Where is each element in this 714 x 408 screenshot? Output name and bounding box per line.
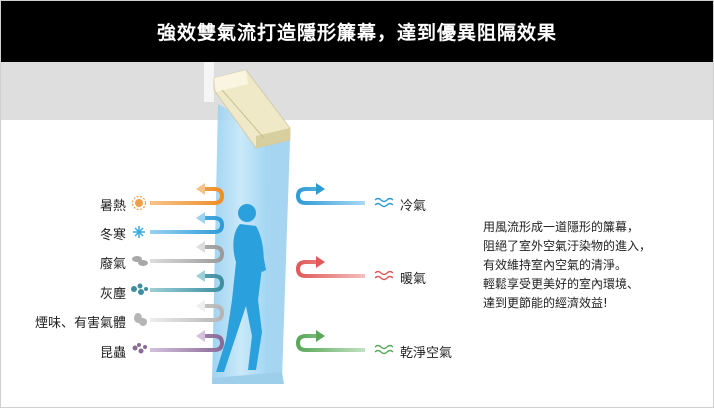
label-cool-air: 冷氣: [400, 199, 427, 214]
description-line: 有效維持室內空氣的清淨。: [483, 258, 628, 272]
warm-wave-icon: [374, 270, 394, 281]
label-cold: 冬寒: [99, 228, 126, 243]
cool-air-arrow: [295, 183, 365, 205]
dust-icon: [131, 283, 148, 295]
indoor-arrows: [295, 183, 365, 352]
exhaust-arrow: [150, 241, 225, 263]
label-insect: 昆蟲: [99, 346, 126, 361]
exhaust-cloud-icon: [132, 256, 148, 266]
air-curtain-floor: [212, 372, 284, 384]
description-line: 輕鬆享受更美好的室內環境、: [483, 277, 640, 291]
label-heat: 暑熱: [99, 199, 126, 214]
heat-arrow: [150, 183, 225, 205]
title-bar: 強效雙氣流打造隱形簾幕，達到優異阻隔效果: [0, 0, 714, 62]
label-clean-air: 乾淨空氣: [400, 346, 453, 361]
label-smoke: 煙味、有害氣體: [34, 316, 126, 331]
dust-arrow: [150, 270, 225, 292]
description-line: 達到更節能的經濟效益!: [483, 296, 608, 310]
description-line: 阻絕了室外空氣汙染物的進入，: [483, 239, 652, 253]
clean-wave-icon: [374, 344, 394, 355]
smoke-arrow: [150, 300, 225, 322]
clean-air-arrow: [295, 330, 365, 352]
warm-air-arrow: [295, 256, 365, 278]
outdoor-arrows: [150, 183, 225, 352]
woman-silhouette-icon: [216, 204, 266, 372]
label-dust: 灰塵: [99, 287, 126, 302]
label-exhaust: 廢氣: [99, 257, 126, 272]
label-warm-air: 暖氣: [400, 272, 427, 287]
ceiling: [0, 62, 714, 120]
description-line: 用風流形成一道隱形的簾幕，: [483, 220, 640, 234]
sun-icon: [131, 195, 147, 211]
insect-icon: [132, 343, 147, 354]
air-curtain-unit: [213, 69, 291, 149]
insect-arrow: [150, 330, 225, 352]
description-text: 用風流形成一道隱形的簾幕， 阻絕了室外空氣汙染物的進入， 有效維持室內空氣的清淨…: [483, 218, 709, 313]
smoke-icon: [134, 313, 147, 326]
cold-arrow: [150, 212, 225, 234]
wall-column: [204, 62, 214, 102]
air-curtain-side: [268, 132, 290, 378]
cool-wave-icon: [374, 197, 394, 208]
snowflake-icon: [133, 226, 145, 238]
page-title: 強效雙氣流打造隱形簾幕，達到優異阻隔效果: [156, 21, 557, 44]
